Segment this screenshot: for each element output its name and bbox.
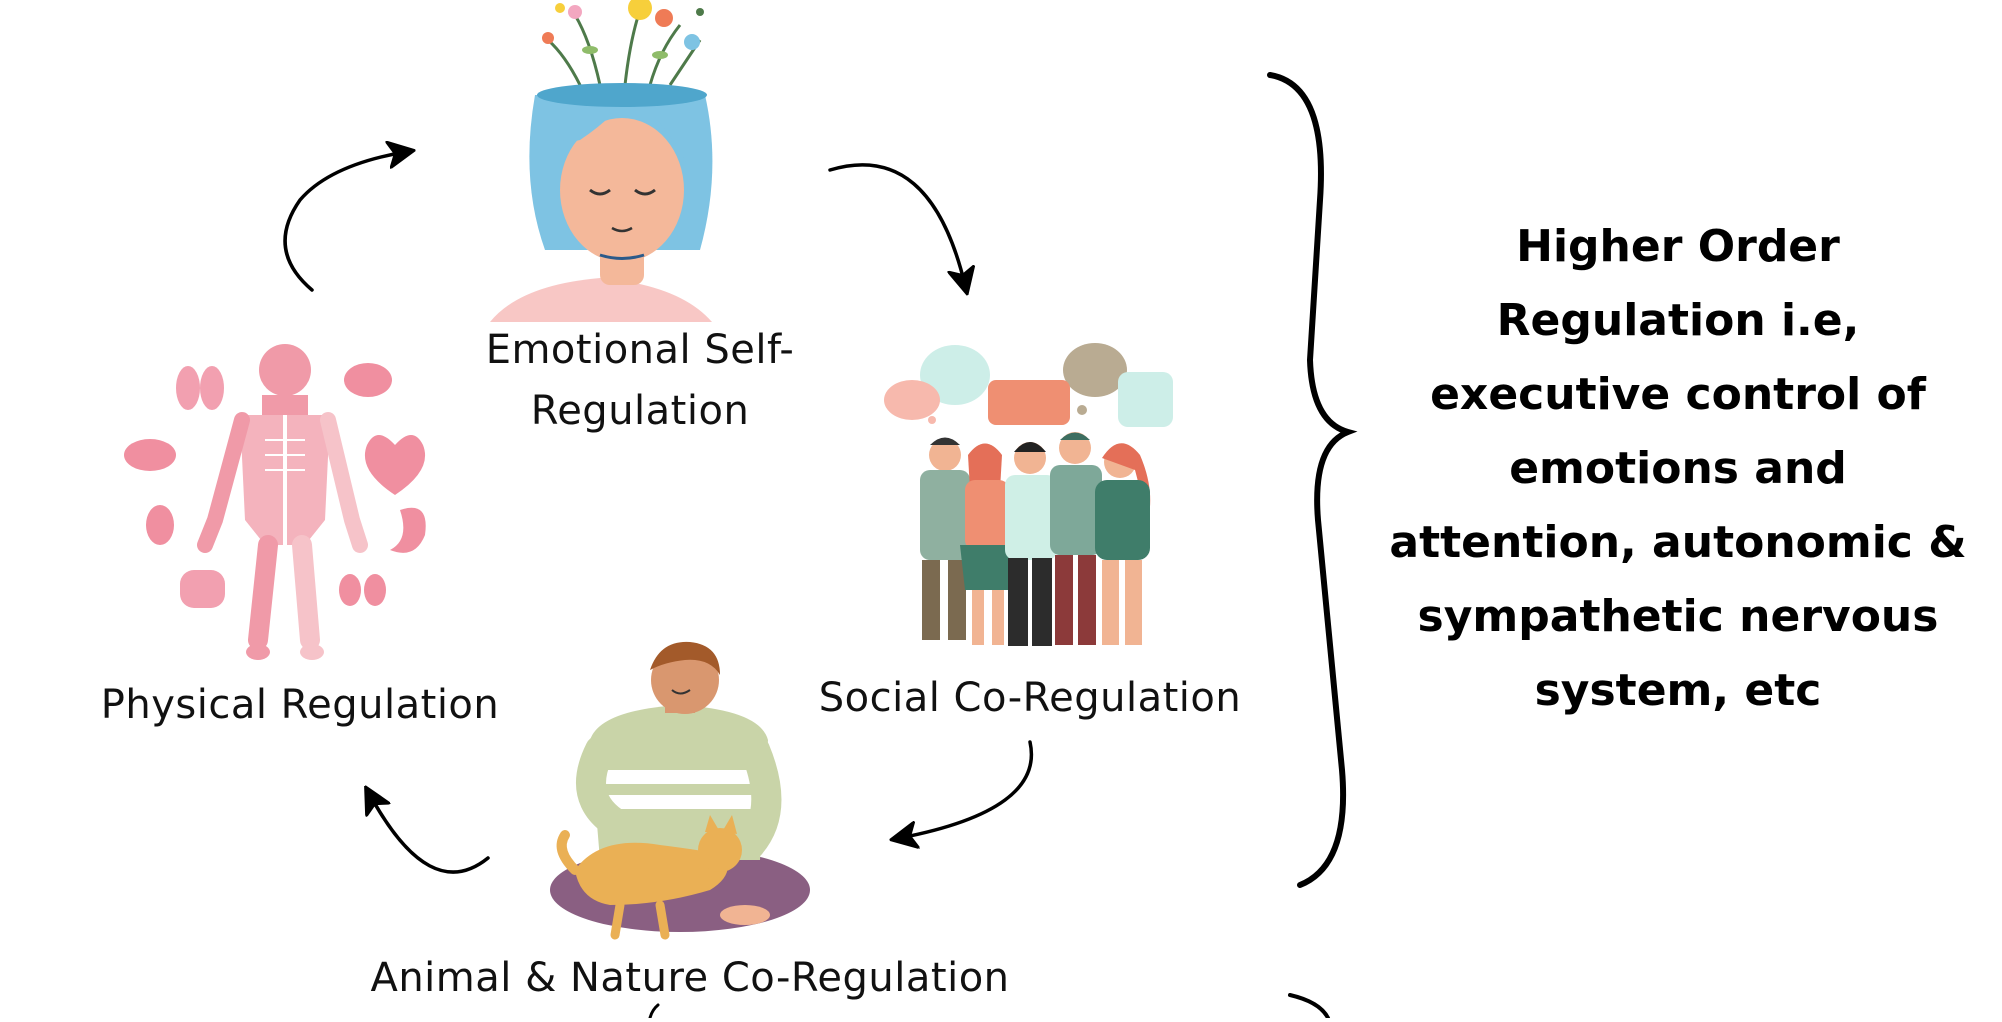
liver-icon [124, 439, 176, 471]
speech-bubbles-icon [884, 343, 1173, 427]
arrow-social-to-animal [900, 740, 1034, 838]
intestines-icon [180, 570, 225, 608]
label-physical-regulation: Physical Regulation [100, 682, 500, 728]
kidney-icon [146, 505, 174, 545]
partial-arrow-bottom [648, 1003, 660, 1020]
kidneys-icon [339, 574, 386, 606]
lungs-icon [176, 366, 224, 410]
woman-head-with-flowers-illustration [490, 0, 713, 322]
curly-brace [1267, 72, 1358, 888]
flowers-icon [542, 0, 704, 86]
brain-icon [344, 363, 392, 397]
higher-order-line-4: emotions and [1509, 443, 1847, 494]
man-petting-cat-illustration [550, 641, 810, 940]
arrow-animal-to-physical [370, 795, 490, 874]
arrow-emotional-to-social [828, 163, 965, 285]
label-animal-nature-co-regulation: Animal & Nature Co-Regulation [370, 955, 1010, 1001]
arrow-physical-to-emotional [283, 152, 405, 292]
label-emotional-line1: Emotional Self- [485, 327, 795, 373]
human-anatomy-organs-illustration [124, 344, 426, 660]
higher-order-line-1: Higher Order [1516, 221, 1840, 272]
label-emotional-line2: Regulation [530, 388, 750, 434]
higher-order-line-5: attention, autonomic & [1389, 517, 1967, 568]
group-of-people-talking-illustration [884, 343, 1173, 646]
partial-brace-bottom [1288, 993, 1330, 1020]
higher-order-regulation-text: Higher Order Regulation i.e, executive c… [1378, 210, 1978, 728]
higher-order-line-3: executive control of [1430, 369, 1926, 420]
stomach-icon [390, 507, 426, 553]
higher-order-line-6: sympathetic nervous [1417, 591, 1939, 642]
higher-order-line-2: Regulation i.e, [1496, 295, 1860, 346]
label-social-co-regulation: Social Co-Regulation [818, 675, 1242, 721]
heart-icon [364, 435, 426, 495]
higher-order-line-7: system, etc [1534, 665, 1822, 716]
label-emotional-self-regulation: Emotional Self- Regulation [440, 320, 840, 442]
